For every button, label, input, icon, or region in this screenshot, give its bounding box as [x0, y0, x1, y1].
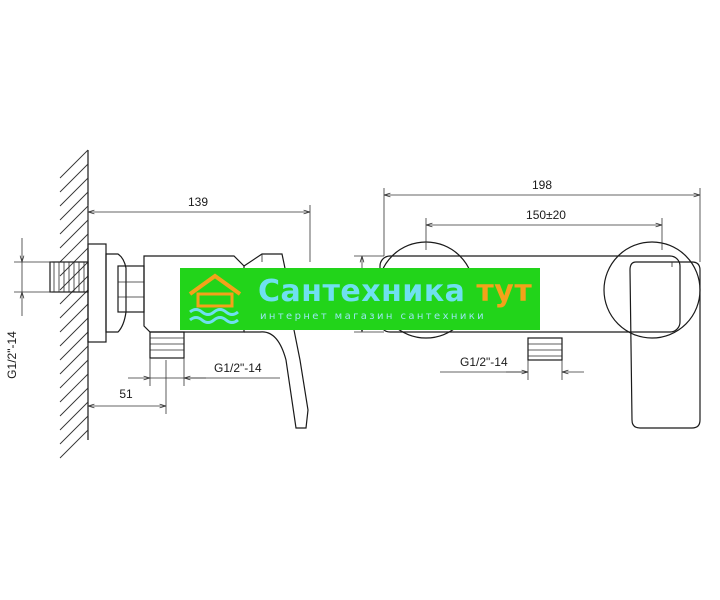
wall-inlet-thread — [49, 261, 89, 293]
hatch-line — [59, 205, 89, 235]
side-outlet-thread — [149, 331, 185, 359]
dimension-left-thread: G1/2"-14 — [5, 238, 52, 379]
hatch-line — [59, 359, 89, 389]
store-name-main: Сантехника — [258, 274, 466, 309]
dimension-139-label: 139 — [188, 195, 208, 209]
dimension-51: 51 — [88, 360, 167, 414]
hatch-line — [59, 387, 89, 417]
hatch-line — [59, 415, 89, 445]
dimension-51-label: 51 — [119, 387, 133, 401]
dimension-198: 198 — [383, 178, 701, 262]
store-watermark: Сантехника тут интернет магазин сантехни… — [180, 268, 540, 330]
house-wave-logo-icon — [188, 273, 242, 324]
dimension-150-label: 150±20 — [526, 208, 566, 222]
store-name-accent: тут — [476, 274, 533, 309]
handle-front — [629, 261, 701, 429]
hatch-line — [59, 373, 89, 403]
dimension-139: 139 — [87, 195, 311, 262]
hatch-line — [59, 191, 89, 221]
store-tagline: интернет магазин сантехники — [260, 311, 487, 322]
dimension-side-outlet-thread: G1/2"-14 — [128, 358, 280, 386]
hatch-line — [59, 149, 89, 179]
hatch-line — [59, 219, 89, 249]
front-outlet-thread — [527, 337, 563, 361]
hatch-line — [59, 233, 89, 263]
side-view: 139 G1/2"-14 G1/2"-14 51 — [5, 149, 311, 459]
store-name: Сантехника тут — [258, 274, 532, 309]
dimension-198-label: 198 — [532, 178, 552, 192]
hatch-line — [59, 289, 89, 319]
dimension-front-outlet-label: G1/2"-14 — [460, 355, 508, 369]
dimension-front-outlet-thread: G1/2"-14 — [440, 355, 584, 380]
dimension-side-outlet-label: G1/2"-14 — [214, 361, 262, 375]
hatch-line — [59, 401, 89, 431]
escutcheon-flange — [87, 243, 107, 343]
hatch-line — [59, 317, 89, 347]
hatch-line — [59, 303, 89, 333]
hatch-line — [59, 331, 89, 361]
hatch-line — [59, 429, 89, 459]
hatch-line — [59, 177, 89, 207]
hatch-line — [59, 163, 89, 193]
hex-connector — [117, 265, 145, 313]
dimension-150: 150±20 — [425, 208, 663, 250]
wall-hatching — [59, 149, 89, 459]
dimension-left-thread-label: G1/2"-14 — [5, 331, 19, 379]
hatch-line — [59, 345, 89, 375]
